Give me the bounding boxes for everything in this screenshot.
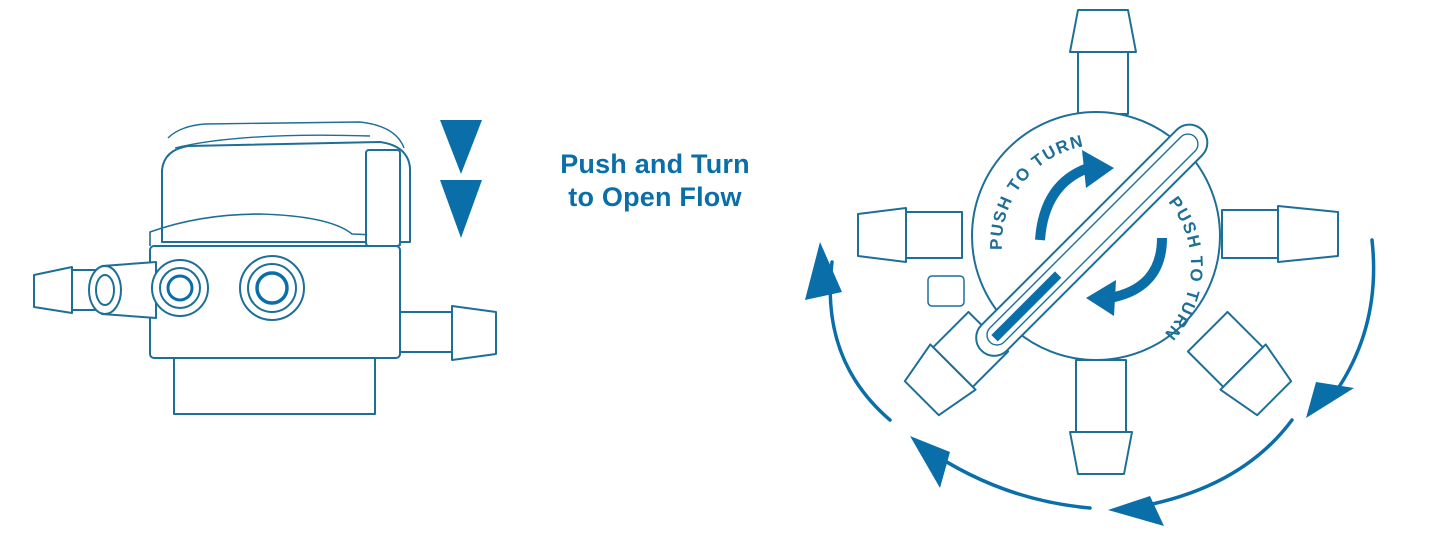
port-right-barb [1277,205,1339,263]
handle-pointer [991,271,1062,342]
left-elbow-port-inner [95,274,115,306]
chevron-down-icon [440,120,482,174]
port-lower-left-barb [903,343,977,417]
arrowhead-icon [1086,280,1116,316]
arrowhead-icon [1306,382,1354,418]
port-bottom-neck [1075,359,1127,433]
curved-arrow-icon [1035,163,1167,303]
port-top-neck [1077,49,1129,115]
right-hose-neck [399,311,453,353]
side-fitting [927,275,965,307]
outer-arc-bottom-left [923,446,1092,510]
port-top-barb [1069,9,1137,53]
valve-lid-top-edge [167,121,405,149]
caption-line-1: Push and Turn [560,149,750,179]
double-chevron-down-icon [440,120,482,238]
valve-lid [161,141,411,243]
arrowhead-icon [805,242,842,300]
port-left-neck [905,211,963,259]
valve-latch [365,149,401,247]
rotation-arrowheads [805,242,1354,526]
instruction-caption: Push and Turn to Open Flow [520,148,790,214]
front-port-left-hole [166,274,194,302]
left-hose-barb [33,266,73,314]
outer-arc-bottom-right [1130,418,1294,510]
outer-arc-right [1328,238,1376,402]
front-port-center-hole [255,271,289,305]
turn-arrowheads [1082,150,1116,316]
valve-top-view [857,9,1339,475]
right-hose-barb [451,305,497,361]
turn-arrow-upper [1035,163,1090,241]
port-bottom-barb [1069,431,1133,475]
valve-lid-step [149,213,401,246]
arrowhead-icon [1082,150,1114,188]
arrowhead-icon [910,436,950,488]
valve-side-view [33,121,497,415]
caption-line-2: to Open Flow [568,182,742,212]
chevron-down-icon [440,180,482,238]
turn-arrow-lower [1108,237,1167,303]
arrowhead-icon [1108,496,1164,526]
port-right-neck [1221,209,1279,259]
valve-lid-ridge [174,134,371,149]
port-left-barb [857,207,907,263]
valve-base [173,355,376,415]
port-lower-right-barb [1219,343,1293,417]
